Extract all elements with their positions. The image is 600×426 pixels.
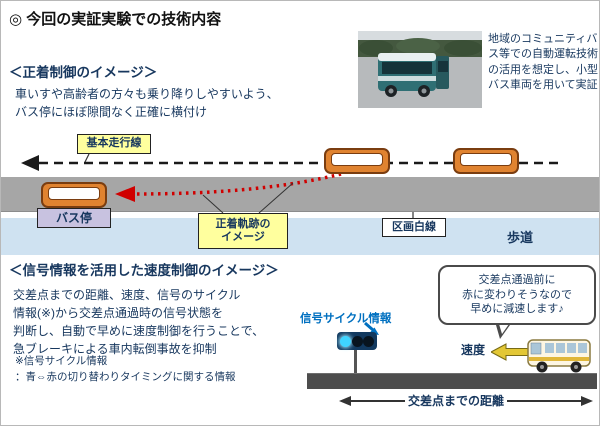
small-bus-illustration: [527, 339, 591, 373]
photo-caption: 地域のコミュニティバス等での自動運転技術の活用を想定し、小型バス車両を用いて実証: [488, 33, 598, 92]
distance-label: 交差点までの距離: [408, 394, 505, 408]
docking-section-heading: ＜正着制御のイメージ＞: [9, 65, 158, 80]
signal-cycle-footnote: ※信号サイクル情報 ：青⇔赤の切り替わりタイミングに関する情報: [15, 355, 236, 383]
trajectory-leader-right: [258, 182, 294, 214]
speed-body-text: 交差点までの距離、速度、信号のサイクル 情報(※)から交差点通過時の信号状態を …: [13, 288, 265, 356]
bus-approaching-near: [324, 148, 390, 174]
trajectory-label: 正着軌跡の イメージ: [198, 213, 288, 249]
road-bar: [307, 373, 597, 389]
distance-arrow-right-icon: [507, 395, 594, 406]
bus-window: [460, 153, 512, 166]
traffic-light-green-lamp: [340, 335, 351, 347]
bus-stop-label: バス停: [37, 208, 111, 228]
baseline-arrowhead: [21, 155, 39, 171]
traffic-light-pole: [354, 349, 357, 375]
bus-photo-illustration: [358, 31, 482, 108]
bubble-tail-fill: [499, 324, 509, 334]
distance-arrow-left-icon: [339, 395, 405, 406]
bus-docked-at-stop: [41, 182, 107, 208]
docking-trajectory-arrowhead: [115, 186, 135, 202]
traffic-light-red-lamp: [363, 335, 374, 347]
docking-body-text: 車いすや高齢者の方々も乗り降りしやすいよう、 バス停にほぼ隙間なく正確に横付け: [15, 87, 279, 119]
traffic-light-icon: [337, 332, 377, 350]
docking-trajectory-path: [136, 172, 342, 196]
speech-bubble-tail: [438, 265, 596, 339]
white-line-label: 区画白線: [382, 218, 446, 237]
trajectory-leader-left: [202, 194, 224, 214]
speed-section-heading: ＜信号情報を活用した速度制御のイメージ＞: [9, 263, 279, 278]
traffic-light-yellow-lamp: [351, 335, 363, 347]
signal-cycle-info-label: 信号サイクル情報: [300, 313, 392, 325]
deceleration-speech-bubble: 交差点通過前に 赤に変わりそうなので 早めに減速します♪: [438, 265, 596, 325]
bus-approaching-far: [453, 148, 519, 174]
page-title: ◎ 今回の実証実験での技術内容: [9, 11, 222, 28]
bus-photo: [358, 31, 482, 108]
baseline-label: 基本走行線: [77, 134, 151, 154]
distance-measure: 交差点までの距離: [339, 392, 597, 409]
speed-label: 速度: [461, 343, 486, 357]
sidewalk-label: 歩道: [507, 230, 534, 245]
bus-window: [48, 187, 100, 200]
speed-direction-arrow-icon: [491, 343, 529, 361]
bus-window: [331, 153, 383, 166]
docking-diagram: 基本走行線 正着軌跡の イメージ 区画白線 バス停 歩道: [1, 129, 599, 255]
baseline-leader-line: [84, 153, 90, 163]
